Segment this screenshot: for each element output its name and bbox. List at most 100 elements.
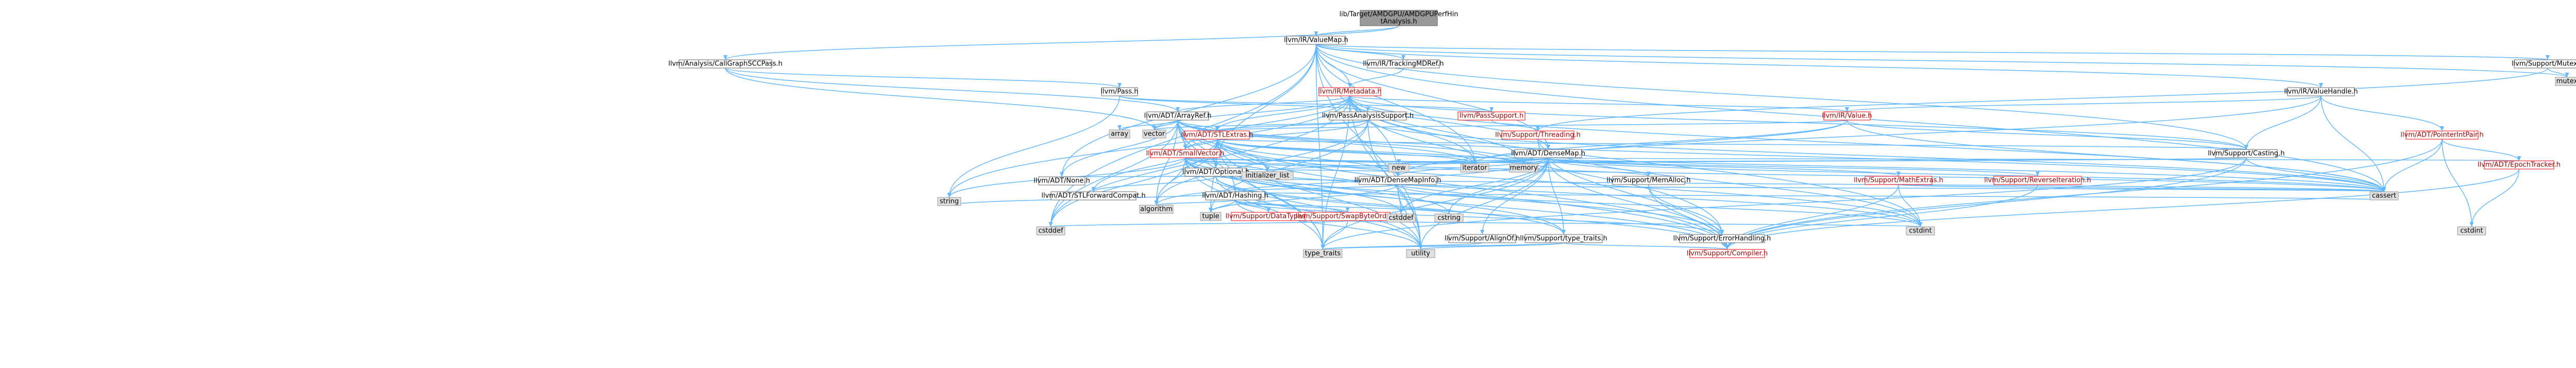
node-mutex-label: llvm/Support/Mutex.h [2512,60,2576,68]
edge-arrayref-to-vector [1154,120,1178,130]
edge-stlextras-to-casting [1216,139,2247,150]
edge-arrayref-to-array [1119,120,1178,130]
node-stlforward[interactable]: llvm/ADT/STLForwardCompat.h [1041,191,1146,200]
node-trackingmd[interactable]: llvm/IR/TrackingMDRef.h [1363,59,1444,69]
node-metadata[interactable]: llvm/IR/Metadata.h [1318,87,1382,96]
arrowhead-densemap-to-reverseiter [2036,172,2040,176]
node-root[interactable]: lib/Target/AMDGPU/AMDGPUPerfHintAnalysis… [1340,10,1459,26]
node-compiler[interactable]: llvm/Support/Compiler.h [1687,249,1768,258]
node-cstddef: cstddef [1386,213,1416,223]
node-casting[interactable]: llvm/Support/Casting.h [2208,149,2285,158]
node-valuemap-label: llvm/IR/ValueMap.h [1284,37,1348,44]
node-passsupport[interactable]: llvm/PassSupport.h [1458,111,1526,121]
node-mutexsys: mutex [2555,77,2576,86]
node-tuple: tuple [1200,212,1222,221]
arrowhead-stlextras-to-casting [2244,145,2248,149]
node-mutex[interactable]: llvm/Support/Mutex.h [2512,59,2576,69]
graph-nodes: lib/Target/AMDGPU/AMDGPUPerfHintAnalysis… [668,10,2576,258]
node-swapbyteorder[interactable]: llvm/Support/SwapByteOrder.h [1296,212,1399,221]
arrowhead-hashing-to-swapbyteorder [1345,208,1350,212]
arrowhead-valuehandle-to-pointerintpair [2440,126,2444,131]
node-valuemap-box [1286,36,1346,45]
node-stlextras[interactable]: llvm/ADT/STLExtras.h [1181,130,1253,140]
edge-valuemap-to-none [1061,44,1317,177]
arrowhead-densemapinfo-to-tuple [1209,208,1213,212]
edge-casting-to-cassert [2246,157,2385,192]
arrowhead-hashing-to-datatypes [1266,208,1271,212]
node-reverseiter[interactable]: llvm/Support/ReverseIteration.h [1984,176,2091,185]
node-none[interactable]: llvm/ADT/None.h [1033,176,1090,186]
edge-densemap-to-utility [1420,157,1549,250]
edge-reverseiter-to-compiler [1726,184,2038,250]
node-initlist-box [1241,171,1294,180]
edge-cgscc-to-vector [725,68,1155,130]
edge-typetraits-to-compiler [1563,242,1728,250]
node-valuehandle[interactable]: llvm/IR/ValueHandle.h [2284,87,2358,96]
node-threading-box [1501,130,1574,140]
node-valuemap[interactable]: llvm/IR/ValueMap.h [1284,36,1348,45]
node-cgscc-box [679,59,772,69]
node-pointerintpair-label: llvm/ADT/PointerIntPair.h [2400,131,2483,139]
node-passsupport-box [1458,111,1526,121]
node-initlist-label: initializer_list [1245,172,1289,180]
edge-metadata-to-irvalue [1349,95,1848,112]
arrowhead-optional-to-typetraits [1562,230,1566,235]
node-threading-label: llvm/Support/Threading.h [1495,131,1581,139]
node-errorhandling-label: llvm/Support/ErrorHandling.h [1673,235,1771,243]
edge-passanalysis-to-stlextras [1216,120,1368,131]
node-errorhandling[interactable]: llvm/Support/ErrorHandling.h [1673,234,1771,243]
node-smallvector-box [1150,149,1221,158]
edge-epochtracker-to-compiler [1726,169,2520,250]
edge-pointerintpair-to-epochtracker [2442,139,2520,161]
node-utility-box [1406,249,1435,258]
node-passanalysis-box [1329,111,1407,121]
node-cgscc[interactable]: llvm/Analysis/CallGraphSCCPass.h [668,59,783,69]
node-cstring: cstring [1434,213,1464,223]
node-root-label: lib/Target/AMDGPU/AMDGPUPerfHin [1340,11,1459,19]
node-memory-label: memory [1510,164,1538,172]
node-mutexsys-label: mutex [2556,78,2576,86]
edge-densemap-to-compiler [1548,157,1728,250]
edge-hashing-to-utility [1234,199,1421,250]
node-pointerintpair[interactable]: llvm/ADT/PointerIntPair.h [2400,130,2484,140]
node-typetraitsys-label: type_traits [1305,250,1341,258]
node-arrayref-box [1146,111,1209,121]
arrowhead-root-to-valuemap [1314,31,1318,36]
arrowhead-metadata-to-arrayref [1176,107,1180,112]
node-threading[interactable]: llvm/Support/Threading.h [1495,130,1581,140]
node-arrayref[interactable]: llvm/ADT/ArrayRef.h [1144,111,1212,121]
edge-densemap-to-reverseiter [1548,157,2038,177]
node-densemapinfo[interactable]: llvm/ADT/DenseMapInfo.h [1354,176,1441,185]
node-datatypes[interactable]: llvm/Support/DataTypes.h [1226,212,1312,221]
node-memalloc[interactable]: llvm/Support/MemAlloc.h [1606,176,1691,185]
node-root-box [1360,10,1438,26]
edge-hashing-to-errorhandling [1234,199,1723,235]
node-densemapinfo-box [1359,176,1437,185]
node-cstddef-box [1386,213,1416,223]
node-irvalue[interactable]: llvm/IR/Value.h [1822,111,1872,121]
edge-valuemap-to-iterator [1315,44,1476,164]
node-root-label: tAnalysis.h [1380,18,1417,26]
arrowhead-cgscc-to-pass [1117,83,1122,88]
arrowhead-densemapinfo-to-hashing [1233,187,1238,192]
node-passanalysis[interactable]: llvm/PassAnalysisSupport.h [1322,111,1414,121]
node-typetraits[interactable]: llvm/Support/type_traits.h [1520,234,1607,243]
edge-densemap-to-memalloc [1548,157,1649,177]
node-metadata-box [1318,87,1381,96]
node-aligntt[interactable]: llvm/Support/AlignOf.h [1445,234,1520,243]
edge-smallvector-to-cassert [1184,157,2385,192]
node-mathextras[interactable]: llvm/Support/MathExtras.h [1854,176,1943,185]
node-densemap[interactable]: llvm/ADT/DenseMap.h [1511,149,1585,158]
node-hashing[interactable]: llvm/ADT/Hashing.h [1202,191,1268,200]
node-densemap-label: llvm/ADT/DenseMap.h [1511,150,1585,158]
edge-memalloc-to-errorhandling [1648,184,1723,235]
node-epochtracker[interactable]: llvm/ADT/EpochTracker.h [2478,160,2561,170]
node-optional[interactable]: llvm/ADT/Optional.h [1182,168,1250,177]
node-irvalue-label: llvm/IR/Value.h [1822,112,1872,120]
node-smallvector-label: llvm/ADT/SmallVector.h [1146,150,1225,158]
node-vector-box [1142,129,1166,139]
node-pass[interactable]: llvm/Pass.h [1100,87,1139,96]
arrowhead-densemap-to-epochtracker [2517,156,2521,161]
node-cstdint2-box [2457,226,2486,236]
node-smallvector[interactable]: llvm/ADT/SmallVector.h [1146,149,1225,158]
